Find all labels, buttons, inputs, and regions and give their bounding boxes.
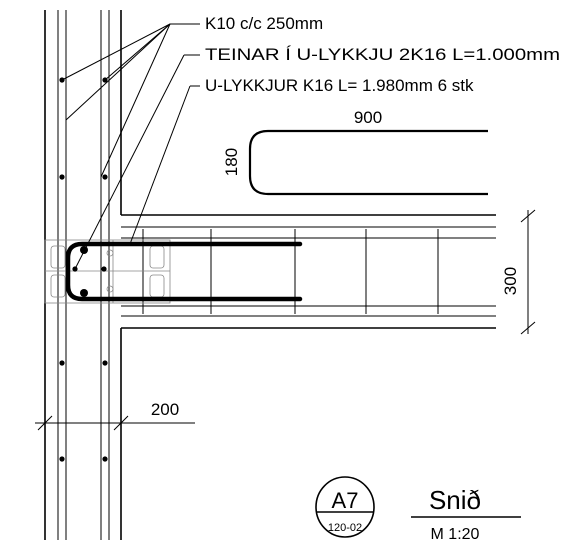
- leader-lines: [61, 23, 200, 270]
- label-ubar-rods: TEINAR Í U-LYKKJU 2K16 L=1.000mm: [205, 45, 560, 64]
- connection-zone: [44, 239, 171, 304]
- drawing-title: Snið: [429, 485, 481, 515]
- drawing-scale: M 1:20: [431, 526, 480, 540]
- dim-slab-thickness: 300: [501, 267, 520, 295]
- label-stirrups: K10 c/c 250mm: [205, 14, 323, 33]
- dim-ubar-length: 900: [354, 108, 382, 127]
- label-ubars: U-LYKKJUR K16 L= 1.980mm 6 stk: [205, 76, 474, 95]
- sheet-ref: 120-02: [328, 522, 362, 534]
- detail-id: A7: [332, 488, 359, 513]
- u-bar: [65, 241, 303, 302]
- slab-outline: [121, 214, 496, 329]
- title-block: [315, 476, 521, 538]
- dim-ubar-height: 180: [222, 148, 241, 176]
- dimension-lines: [35, 209, 536, 431]
- slab-reinforcement: [121, 226, 496, 317]
- wall-reinforcement: [57, 10, 110, 540]
- dim-wall-thickness: 200: [151, 400, 179, 419]
- u-bar-detail: [248, 129, 488, 196]
